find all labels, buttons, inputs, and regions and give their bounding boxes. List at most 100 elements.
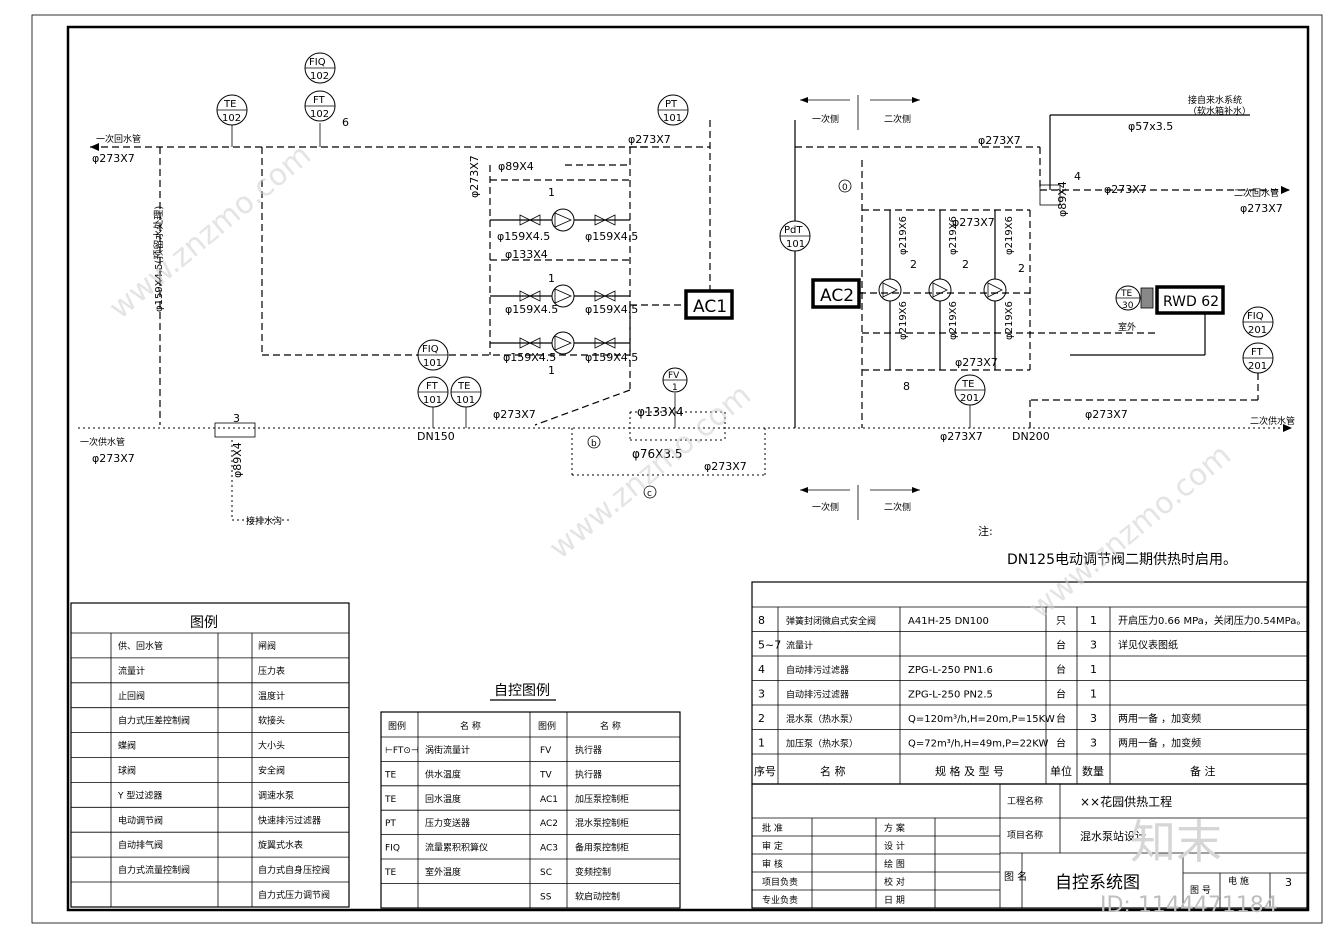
instrument-ft101: FT 101 (417, 376, 449, 428)
tag-b: b (591, 439, 597, 449)
drawing-label: 图 名 (1004, 870, 1027, 883)
legend-item: 调速水泵 (258, 789, 294, 801)
auto-legend-cell: AC3 (540, 844, 558, 854)
svg-text:AC2: AC2 (820, 286, 854, 306)
auto-legend-cell: TE (384, 795, 396, 805)
equipment-cell: 3 (1090, 712, 1097, 725)
side-secondary-bottom: 二次侧 (884, 501, 911, 513)
svg-text:FT: FT (426, 381, 439, 392)
p159-c: φ159X4.5 (505, 303, 558, 316)
p76: φ76X3.5 (632, 447, 683, 461)
p159-a: φ159X4.5 (497, 230, 550, 243)
instrument-fiq101: FIQ 101 (417, 339, 449, 371)
pumps: 3 4 6 8 1 1 1 2 2 2 b c 0 (214, 116, 1081, 499)
svg-text:102: 102 (310, 71, 329, 82)
watermark-id: ID: 1144471184 (1100, 893, 1278, 918)
auto-legend-cell: SS (540, 892, 552, 902)
equipment-cell: 开启压力0.66 MPa，关闭压力0.54MPa。 (1118, 614, 1306, 627)
role-left: 批 准 (762, 822, 783, 834)
drawing-name: 自控系统图 (1055, 873, 1140, 893)
svg-text:FV: FV (668, 371, 680, 381)
equipment-header: 单位 (1050, 764, 1072, 778)
legend-item: 闸阀 (258, 641, 276, 652)
makeup-size: φ57x3.5 (1128, 120, 1173, 133)
side-primary-bottom: 一次侧 (812, 501, 839, 513)
p219-a: φ219X6 (898, 216, 909, 255)
primary-return-label: 一次回水管 (96, 133, 141, 145)
p273-sec-top: φ273X7 (952, 216, 995, 229)
p273-mid: φ273X7 (493, 408, 536, 421)
legend-item: 蝶阀 (118, 740, 136, 752)
p133-b: φ133X4 (637, 405, 684, 419)
controller-ac2: AC2 (811, 278, 1030, 309)
p273-sec: φ273X7 (940, 430, 983, 443)
watermark-brand: 知末 (1130, 815, 1222, 869)
p219-b: φ219X6 (948, 216, 959, 255)
tag-8: 8 (903, 380, 910, 393)
dn200: DN200 (1012, 430, 1050, 443)
equipment-cell: 5~7 (758, 639, 781, 652)
secondary-return-size: φ273X7 (1240, 202, 1283, 215)
auto-legend-cell: 室外温度 (425, 866, 461, 878)
auto-legend-header: 图例 (388, 720, 406, 732)
role-right: 日 期 (884, 895, 905, 906)
legend-item: 旋翼式水表 (258, 839, 303, 851)
instrument-te102: TE 102 (216, 94, 248, 147)
controller-ac1: AC1 (684, 289, 734, 320)
p219-f: φ219X6 (1004, 301, 1015, 340)
equipment-cell: 弹簧封闭微启式安全阀 (786, 615, 876, 627)
legend-item: Y 型过滤器 (117, 789, 162, 801)
auto-legend-cell: PT (385, 819, 396, 829)
auto-legend-cell: AC1 (540, 795, 558, 805)
equipment-header: 数量 (1082, 765, 1104, 778)
legend-item: 压力表 (258, 665, 285, 677)
auto-legend-cell: 执行器 (575, 768, 602, 780)
auto-legend-cell: TE (384, 770, 396, 780)
equipment-cell: 1 (758, 737, 765, 750)
equipment-cell: 只 (1056, 616, 1066, 627)
equipment-cell: Q=72m³/h,H=49m,P=22KW (908, 739, 1048, 750)
svg-text:AC1: AC1 (693, 297, 727, 317)
drain-label: 接排水沟 (246, 515, 282, 527)
controller-rwd: RWD 62 室外 (862, 285, 1225, 356)
note-head: 注: (978, 524, 993, 538)
outdoor-label: 室外 (1118, 321, 1136, 333)
legend-item: 快速排污过滤器 (258, 814, 321, 826)
tag-1a: 1 (548, 186, 555, 199)
auto-legend-header: 名 称 (460, 720, 481, 732)
legend-item: 自力式自身压控阀 (258, 864, 330, 876)
tag-1b: 1 (548, 272, 555, 285)
equipment-cell: 4 (758, 663, 765, 676)
tag-2c: 2 (1018, 262, 1025, 275)
auto-legend-cell: 备用泵控制柜 (575, 842, 629, 854)
equipment-cell: 2 (758, 712, 765, 725)
equipment-cell: 1 (1090, 688, 1097, 701)
tag-6: 6 (342, 116, 349, 129)
p159-f: φ159X4.5 (585, 351, 638, 364)
auto-legend-header: 图例 (538, 720, 556, 732)
legend-item: 自力式流量控制阀 (118, 864, 190, 876)
role-left: 审 定 (762, 840, 783, 852)
p219-e: φ219X6 (948, 301, 959, 340)
svg-text:101: 101 (786, 239, 805, 250)
legend-title: 图例 (190, 615, 218, 631)
instrument-te201: TE 201 (954, 374, 986, 428)
makeup-label: 接自来水系统 (1188, 94, 1242, 106)
auto-legend-cell: 变频控制 (575, 866, 611, 878)
primary-supply-label: 一次供水管 (80, 436, 125, 448)
equipment-cell: 两用一备 ，加变频 (1118, 737, 1201, 750)
equipment-cell: 流量计 (786, 640, 813, 652)
tag-0: 0 (842, 183, 848, 193)
equipment-cell: 8 (758, 614, 765, 627)
instrument-te101: TE 101 (450, 376, 482, 428)
project-name: ××花园供热工程 (1080, 794, 1172, 809)
auto-legend-header: 名 称 (600, 720, 621, 732)
svg-text:FIQ: FIQ (309, 57, 326, 68)
equipment-cell: A41H-25 DN100 (908, 616, 989, 627)
tag-3: 3 (233, 412, 240, 425)
role-right: 方 案 (884, 822, 905, 834)
auto-legend-cell: 执行器 (575, 744, 602, 756)
role-left: 专业负责 (762, 894, 798, 906)
auto-legend-cell: 压力变送器 (425, 817, 470, 829)
p219-d: φ219X6 (898, 301, 909, 340)
